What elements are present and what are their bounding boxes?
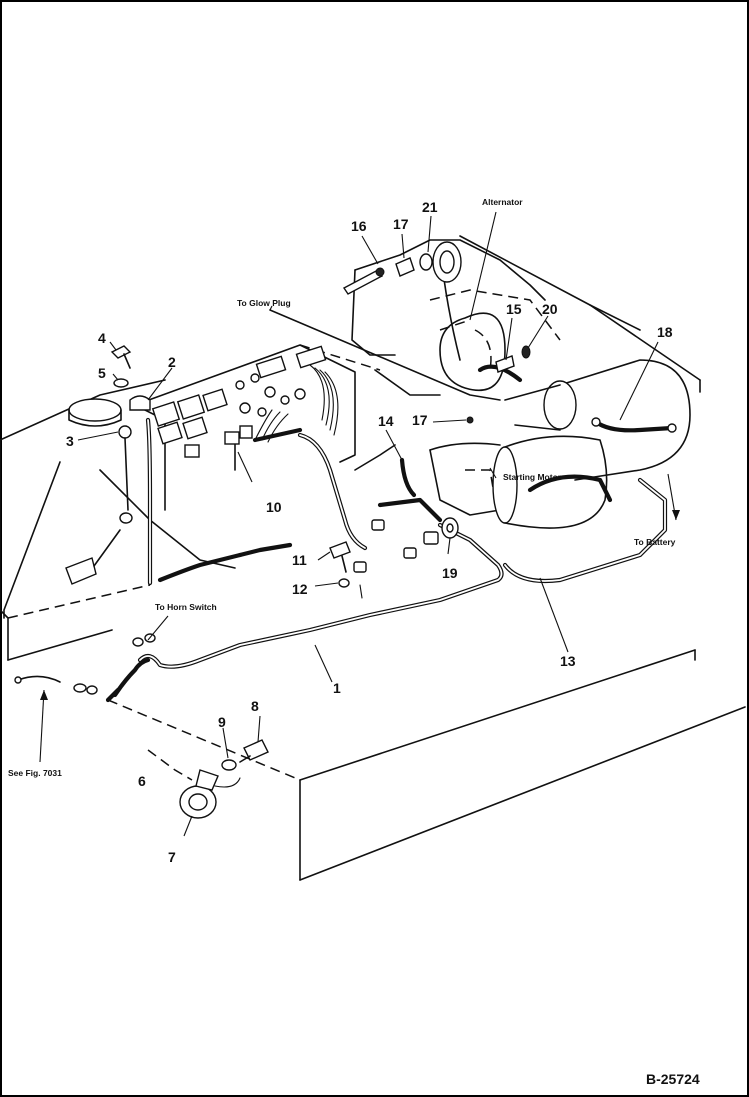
callout-12: 12 [292,581,308,597]
callout-18: 18 [657,324,673,340]
callout-16: 16 [351,218,367,234]
engine-block [351,239,691,529]
label-alternator: Alternator [482,197,523,207]
callout-11: 11 [292,552,307,568]
callout-17-upper: 17 [393,216,409,232]
callout-20: 20 [542,301,558,317]
callout-17-lower: 17 [412,412,428,428]
control-panel [99,344,356,569]
callout-7: 7 [168,849,176,865]
callout-8: 8 [251,698,259,714]
callout-6: 6 [138,773,146,789]
label-see-fig: See Fig. 7031 [8,768,62,778]
callout-2: 2 [168,354,176,370]
callout-3: 3 [66,433,74,449]
callout-15: 15 [506,301,522,317]
callout-10: 10 [266,499,282,515]
label-to-glow-plug: To Glow Plug [237,298,291,308]
chassis-outline [0,235,746,881]
arrow-heads [40,510,680,700]
callout-21: 21 [422,199,438,215]
label-starting-motor: Starting Motor [503,472,562,482]
callout-5: 5 [98,365,106,381]
callout-leaders [39,211,677,837]
callout-1: 1 [333,680,341,696]
callout-9: 9 [218,714,226,730]
glow-plug-lead [269,309,501,401]
label-to-horn-switch: To Horn Switch [155,602,217,612]
callout-4: 4 [98,330,106,346]
hardware-parts [14,253,531,819]
callout-14: 14 [378,413,394,429]
fuel-cap [68,398,122,427]
figure-code: B-25724 [646,1071,700,1087]
label-to-battery: To Battery [634,537,676,547]
battery-cable [591,417,677,433]
callout-19: 19 [442,565,458,581]
callout-13: 13 [560,653,576,669]
